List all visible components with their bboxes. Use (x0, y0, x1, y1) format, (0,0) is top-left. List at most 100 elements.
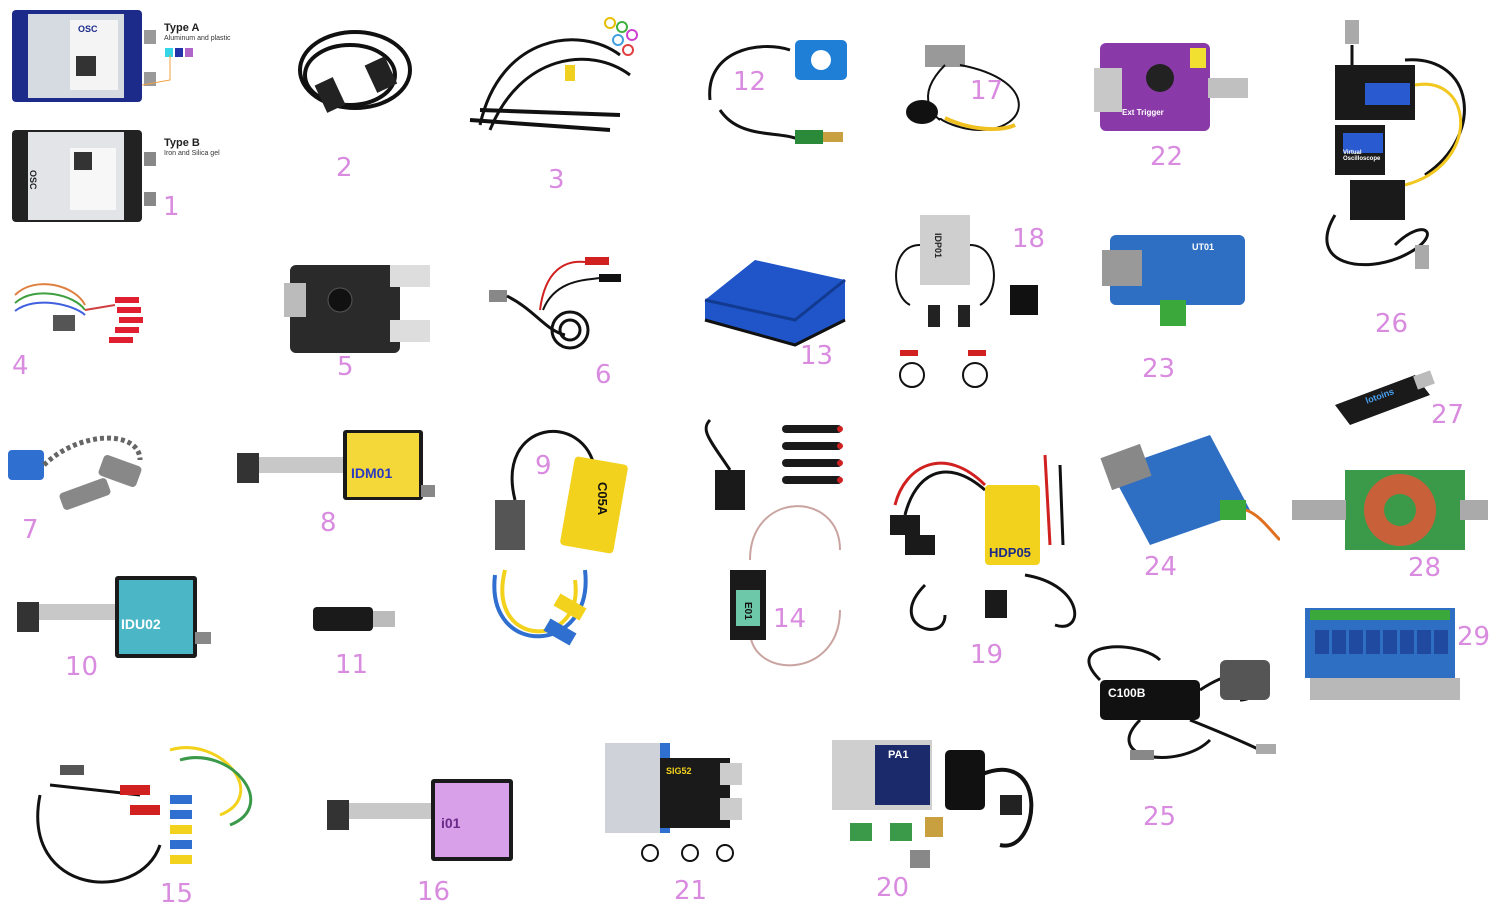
i01-module-image (327, 779, 513, 861)
hdp05-text: HDP05 (989, 545, 1031, 560)
idu02-text: IDU02 (121, 616, 161, 632)
usb-dongle-image (1335, 370, 1435, 425)
label-23: 23 (1142, 354, 1176, 384)
product-2: 2 (280, 15, 430, 185)
idp01-probe-kit-image (895, 215, 1038, 388)
c100b-text: C100B (1108, 686, 1146, 700)
product-29: 29 (1300, 600, 1500, 715)
product-1: OSC Type A Aluminum and plastic OSC Type… (0, 0, 260, 235)
label-22: 22 (1150, 142, 1184, 172)
type-a-subtitle: Aluminum and plastic (164, 35, 231, 42)
product-6: 6 (485, 250, 625, 390)
type-a-title: Type A (164, 22, 200, 34)
product-8: IDM01 8 (235, 425, 435, 545)
label-24: 24 (1144, 552, 1178, 582)
label-3: 3 (548, 165, 565, 195)
oscilloscope-probes-image (469, 17, 638, 132)
bnc-alligator-cable-image (489, 257, 621, 350)
e01-kit-image (704, 418, 843, 667)
c100b-current-probe-image (1087, 645, 1276, 760)
carrying-case-image (704, 260, 846, 347)
type-b-title: Type B (164, 137, 200, 149)
bnc-attenuator-image (313, 607, 395, 631)
type-a-swatch-purple (185, 48, 193, 57)
product-16: i01 16 (325, 775, 525, 915)
product-18: IDP01 18 (890, 205, 1060, 390)
label-20: 20 (876, 873, 910, 903)
type-a-swatch-cyan (165, 48, 173, 57)
label-2: 2 (336, 153, 353, 183)
product-11: 11 (305, 595, 405, 685)
product-20: PA1 20 (830, 735, 1050, 905)
toroid-transformer-image (1292, 470, 1488, 550)
label-8: 8 (320, 508, 337, 538)
ut01-board-image (1102, 235, 1245, 326)
label-14: 14 (773, 604, 807, 634)
label-11: 11 (335, 650, 369, 680)
product-23: UT01 23 (1100, 230, 1250, 384)
product-13: 13 (695, 250, 855, 380)
db9-clip-cable-image (14, 283, 143, 343)
product-14: E01 14 (690, 410, 870, 675)
virtual-oscilloscope-text: Virtual Oscilloscope (1343, 150, 1381, 162)
pa1-amplifier-image (832, 740, 1034, 868)
type-a-pointer-line (141, 55, 171, 86)
product-21: SIG52 21 (600, 738, 760, 908)
i01-text: i01 (441, 815, 461, 831)
usb-otg-adapter-image (8, 435, 143, 510)
virtual-oscilloscope-kit-image (1325, 20, 1466, 269)
label-16: 16 (417, 877, 451, 907)
product-10: IDU02 10 (15, 572, 215, 687)
banana-test-leads-image (36, 746, 253, 884)
type-b-subtitle: Iron and Silica gel (164, 150, 220, 157)
product-22: Ext Trigger 22 (1090, 38, 1250, 178)
microphone-image (906, 45, 1020, 132)
label-10: 10 (65, 652, 99, 682)
current-clamp-image (708, 40, 847, 144)
usb-cable-image (298, 30, 412, 113)
product-5: 5 (280, 255, 440, 385)
idm01-module-image (237, 430, 435, 500)
idp01-text: IDP01 (933, 233, 943, 259)
sig52-generator-image (605, 743, 742, 862)
hdp05-probe-image (890, 454, 1077, 631)
ext-trigger-board-image (1094, 43, 1248, 131)
c05a-text: C05A (595, 482, 610, 516)
product-7: 7 (0, 420, 160, 545)
product-28: 28 (1290, 465, 1490, 583)
product-15: 15 (20, 735, 290, 915)
product-26: Virtual Oscilloscope 26 (1305, 15, 1495, 337)
label-15: 15 (160, 879, 194, 909)
product-27: lotoins 27 (1325, 365, 1475, 435)
idu02-module-image (17, 576, 211, 658)
label-26: 26 (1375, 309, 1409, 339)
c05a-current-probe-image (492, 429, 628, 646)
oscilloscope-type-b-image (12, 130, 156, 222)
relay-board-image (1305, 608, 1460, 700)
label-18: 18 (1012, 224, 1046, 254)
product-9: C05A 9 (485, 420, 635, 665)
product-19: HDP05 19 (885, 445, 1085, 675)
product-3: 3 (460, 15, 640, 195)
product-24: 24 (1100, 430, 1280, 580)
ext-trigger-text: Ext Trigger (1122, 108, 1164, 117)
label-19: 19 (970, 640, 1004, 670)
label-17: 17 (970, 76, 1004, 106)
label-27: 27 (1431, 400, 1465, 430)
label-1: 1 (163, 192, 180, 222)
label-29: 29 (1457, 622, 1491, 652)
product-25: C100B 25 (1060, 640, 1280, 830)
label-5: 5 (337, 352, 354, 382)
label-12: 12 (733, 67, 767, 97)
label-9: 9 (535, 451, 552, 481)
label-28: 28 (1408, 553, 1442, 583)
label-6: 6 (595, 360, 612, 390)
ut01-text: UT01 (1192, 242, 1215, 252)
product-12: 12 (700, 30, 860, 170)
label-25: 25 (1143, 802, 1177, 832)
pa1-text: PA1 (888, 749, 909, 761)
label-13: 13 (800, 341, 834, 371)
osc-label-b: OSC (28, 170, 38, 190)
label-7: 7 (22, 515, 39, 545)
e01-text: E01 (742, 602, 753, 620)
